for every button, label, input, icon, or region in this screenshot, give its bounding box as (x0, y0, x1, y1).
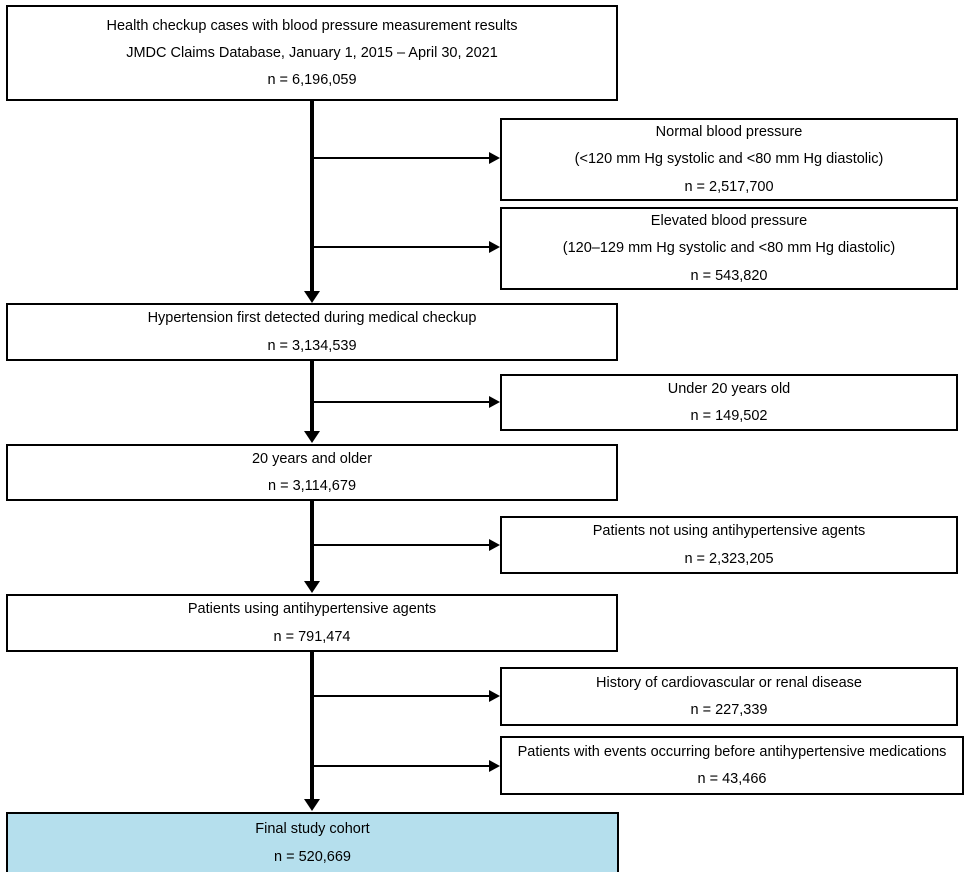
node-elevated-blood-pressure: Elevated blood pressure (120–129 mm Hg s… (500, 207, 958, 290)
node-not-using-antihypertensive-label: Patients not using antihypertensive agen… (592, 523, 866, 540)
node-normal-blood-pressure-criteria: (<120 mm Hg systolic and <80 mm Hg diast… (574, 151, 884, 168)
node-final-cohort-label: Final study cohort (255, 821, 370, 838)
connector-trunk-4 (310, 651, 314, 801)
node-history-cardiovascular-renal-label: History of cardiovascular or renal disea… (596, 674, 862, 691)
arrowhead-right-events-before (489, 759, 500, 772)
connector-branch-under-20 (312, 401, 492, 404)
node-source-population-line-1: Health checkup cases with blood pressure… (106, 17, 518, 34)
node-under-20-years-old-label: Under 20 years old (667, 380, 791, 397)
connector-branch-normal-bp (312, 157, 492, 160)
connector-branch-history-cvd (312, 695, 492, 698)
node-not-using-antihypertensive: Patients not using antihypertensive agen… (500, 516, 958, 574)
arrowhead-down-2 (303, 431, 320, 443)
arrowhead-down-3 (303, 581, 320, 593)
arrowhead-down-1 (303, 291, 320, 303)
arrowhead-right-history-cvd (489, 689, 500, 702)
arrowhead-right-not-using (489, 538, 500, 551)
node-final-cohort: Final study cohort n = 520,669 (6, 812, 619, 872)
node-history-cardiovascular-renal-count: n = 227,339 (690, 702, 768, 718)
node-hypertension-detected-label: Hypertension first detected during medic… (147, 310, 477, 327)
node-under-20-years-old-count: n = 149,502 (690, 408, 768, 424)
node-events-before-medication-count: n = 43,466 (697, 771, 767, 787)
node-final-cohort-count: n = 520,669 (273, 848, 351, 865)
connector-branch-events-before (312, 765, 492, 768)
node-using-antihypertensive-count: n = 791,474 (273, 628, 351, 645)
node-elevated-blood-pressure-label: Elevated blood pressure (650, 213, 808, 230)
node-elevated-blood-pressure-count: n = 543,820 (690, 267, 768, 284)
node-source-population-line-2: JMDC Claims Database, January 1, 2015 – … (126, 44, 498, 61)
node-normal-blood-pressure-label: Normal blood pressure (655, 124, 803, 141)
node-normal-blood-pressure: Normal blood pressure (<120 mm Hg systol… (500, 118, 958, 201)
node-twenty-and-older: 20 years and older n = 3,114,679 (6, 444, 618, 501)
node-elevated-blood-pressure-criteria: (120–129 mm Hg systolic and <80 mm Hg di… (562, 240, 896, 257)
arrowhead-down-4 (303, 799, 320, 811)
connector-trunk-2 (310, 360, 314, 432)
connector-branch-not-using (312, 544, 492, 547)
node-events-before-medication-label: Patients with events occurring before an… (517, 743, 947, 760)
node-using-antihypertensive: Patients using antihypertensive agents n… (6, 594, 618, 652)
connector-trunk-1 (310, 100, 314, 292)
node-hypertension-detected: Hypertension first detected during medic… (6, 303, 618, 361)
node-events-before-medication: Patients with events occurring before an… (500, 736, 964, 795)
node-source-population-count: n = 6,196,059 (267, 72, 357, 89)
arrowhead-right-under-20 (489, 395, 500, 408)
node-twenty-and-older-label: 20 years and older (251, 450, 373, 467)
node-history-cardiovascular-renal: History of cardiovascular or renal disea… (500, 667, 958, 726)
arrowhead-right-elevated-bp (489, 240, 500, 253)
node-normal-blood-pressure-count: n = 2,517,700 (684, 178, 774, 195)
node-not-using-antihypertensive-count: n = 2,323,205 (684, 550, 774, 567)
node-twenty-and-older-count: n = 3,114,679 (267, 478, 357, 494)
connector-branch-elevated-bp (312, 246, 492, 249)
node-using-antihypertensive-label: Patients using antihypertensive agents (187, 601, 437, 618)
node-source-population: Health checkup cases with blood pressure… (6, 5, 618, 101)
arrowhead-right-normal-bp (489, 151, 500, 164)
node-under-20-years-old: Under 20 years old n = 149,502 (500, 374, 958, 431)
node-hypertension-detected-count: n = 3,134,539 (267, 337, 357, 354)
connector-trunk-3 (310, 500, 314, 582)
